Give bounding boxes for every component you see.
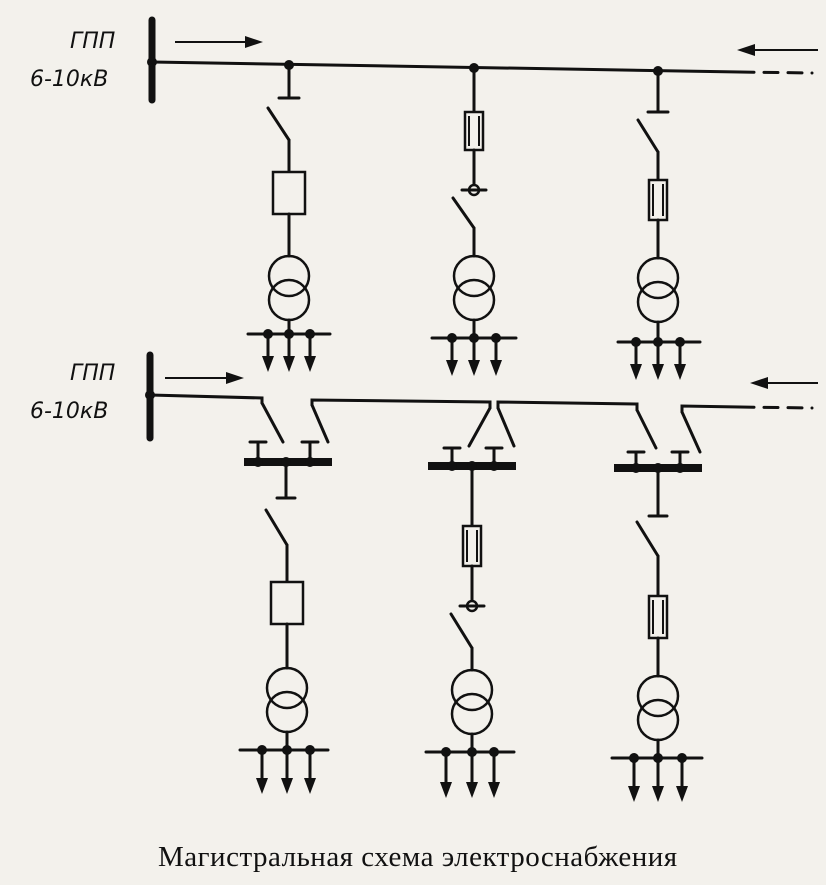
output-switch — [496, 406, 516, 448]
fuse — [647, 178, 669, 222]
fuse — [461, 524, 483, 568]
lower-line-segment-3 — [496, 400, 639, 412]
transformer-secondary — [636, 280, 680, 324]
lower-branch-3 — [610, 408, 704, 802]
load-arrows — [446, 336, 502, 376]
lower-flow-arrow-left — [165, 372, 244, 384]
lower-line-segment-4 — [680, 404, 742, 414]
upper-source-label-1: ГПП — [70, 29, 115, 54]
disconnect-switch — [449, 612, 474, 650]
input-switch — [635, 408, 658, 450]
disconnect-switch — [451, 196, 476, 230]
load-arrows — [628, 756, 688, 802]
transformer-secondary — [452, 278, 496, 322]
lower-branch-1 — [238, 401, 332, 794]
transformer-primary — [450, 668, 494, 712]
lower-branch-2 — [424, 406, 516, 798]
upper-branch-2 — [430, 63, 518, 376]
transformer-secondary — [450, 692, 494, 736]
transformer-secondary — [636, 698, 680, 742]
transformer-secondary — [267, 278, 311, 322]
load-arrows — [256, 748, 316, 794]
lower-line-segment-2 — [310, 398, 492, 410]
upper-main-line — [150, 60, 742, 74]
lower-scheme: ГПП 6-10кВ — [30, 351, 818, 802]
load-arrows — [440, 750, 500, 798]
upper-branch-1 — [246, 60, 332, 372]
circuit-breaker — [269, 580, 305, 626]
upper-branch-3 — [616, 66, 702, 380]
output-switch — [680, 410, 702, 454]
lower-line-continuation — [738, 405, 814, 410]
upper-flow-arrow-right — [737, 44, 818, 56]
output-switch — [310, 403, 330, 444]
input-switch — [260, 401, 285, 444]
diagram-caption: Магистральная схема электроснабжения — [158, 841, 678, 873]
fuse — [463, 110, 485, 152]
transformer-primary — [636, 674, 680, 718]
fuse — [647, 594, 669, 640]
lower-source-label-1: ГПП — [70, 361, 115, 386]
upper-flow-arrow-left — [175, 36, 263, 48]
load-arrows — [262, 332, 316, 372]
load-arrows — [630, 340, 686, 380]
disconnect-switch — [264, 508, 289, 547]
lower-source-label-2: 6-10кВ — [30, 399, 108, 424]
upper-main-line-continuation — [738, 70, 814, 75]
lower-line-segment-1 — [148, 393, 264, 405]
upper-source-label-2: 6-10кВ — [30, 67, 108, 92]
circuit-breaker — [271, 170, 307, 216]
transformer-primary — [636, 256, 680, 300]
disconnect-switch — [635, 520, 660, 558]
lower-flow-arrow-right — [750, 377, 818, 389]
transformer-secondary — [265, 690, 309, 734]
upper-scheme: ГПП 6-10кВ — [30, 16, 818, 380]
disconnect-switch — [266, 106, 291, 142]
disconnect-switch — [636, 118, 660, 154]
input-switch — [467, 406, 492, 448]
transformer-primary — [267, 254, 311, 298]
transformer-primary — [452, 254, 496, 298]
transformer-primary — [265, 666, 309, 710]
